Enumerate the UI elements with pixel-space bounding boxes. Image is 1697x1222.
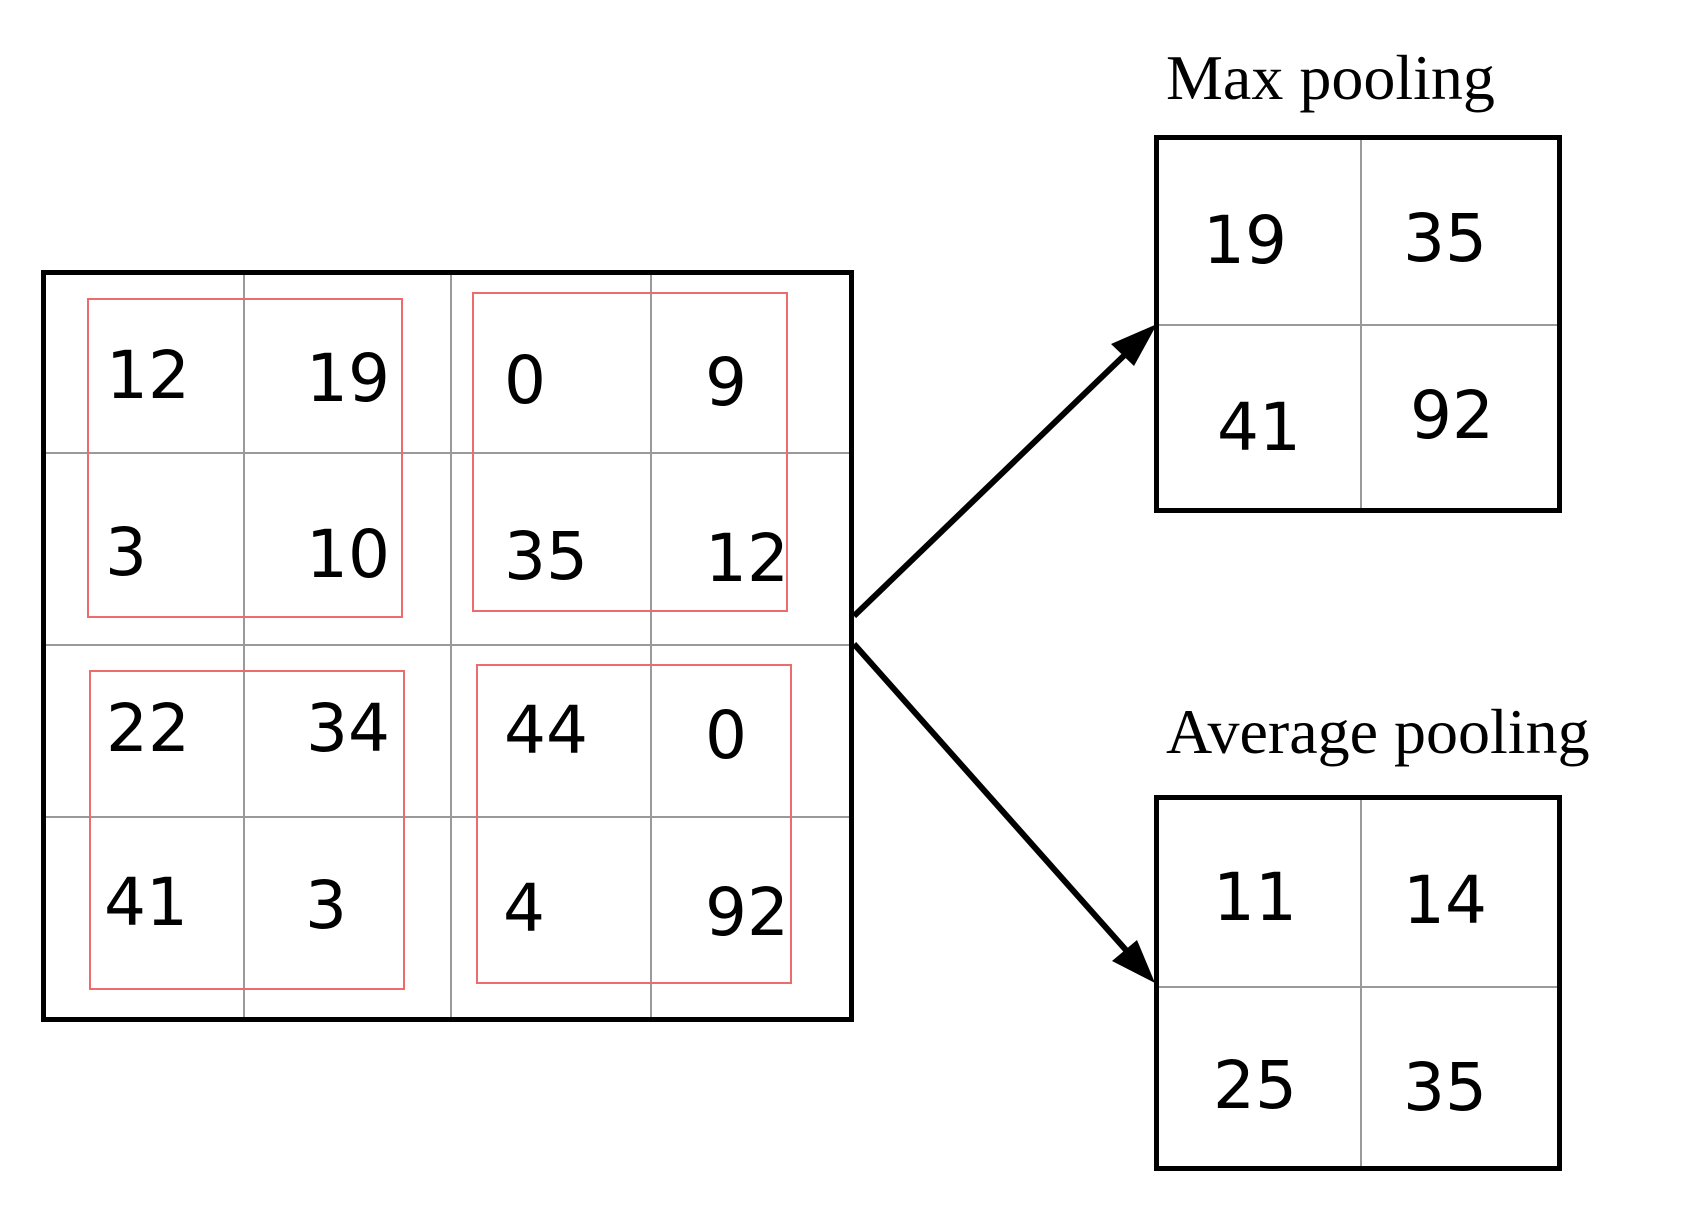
input-cell: 10 (306, 516, 390, 593)
max-pooling-cell: 41 (1217, 389, 1301, 466)
max-pooling-cell: 35 (1403, 200, 1487, 277)
arrowhead-average-pooling-icon (1112, 940, 1155, 983)
input-cell: 4 (503, 870, 545, 947)
arrow-to-average-pooling (851, 642, 1136, 960)
average-pooling-cell: 25 (1213, 1047, 1297, 1124)
grid-line (243, 275, 245, 1017)
arrowhead-max-pooling-icon (1111, 324, 1157, 366)
input-cell: 35 (504, 518, 588, 595)
pooling-window-top-left (87, 298, 403, 618)
pooling-window-bottom-left (89, 670, 405, 990)
average-pooling-output (1154, 795, 1562, 1171)
max-pooling-title: Max pooling (1166, 42, 1495, 113)
grid-line (46, 644, 849, 646)
average-pooling-cell: 14 (1403, 862, 1487, 939)
input-cell: 44 (504, 692, 588, 769)
max-pooling-cell: 92 (1410, 377, 1494, 454)
input-cell: 19 (306, 340, 390, 417)
average-pooling-cell: 11 (1213, 859, 1297, 936)
grid-line (46, 452, 849, 454)
average-pooling-title: Average pooling (1166, 696, 1590, 767)
pooling-window-top-right (472, 292, 788, 612)
arrow-to-max-pooling (851, 342, 1138, 619)
input-cell: 92 (705, 874, 789, 951)
grid-line (46, 816, 849, 818)
max-pooling-output (1154, 135, 1562, 513)
input-cell: 12 (705, 520, 789, 597)
input-cell: 12 (106, 337, 190, 414)
input-cell: 3 (105, 514, 147, 591)
input-cell: 9 (705, 344, 747, 421)
grid-line (1159, 324, 1557, 326)
pooling-window-bottom-right (476, 664, 792, 984)
input-cell: 34 (306, 690, 390, 767)
input-cell: 22 (106, 690, 190, 767)
input-cell: 0 (504, 342, 546, 419)
input-cell: 41 (104, 864, 188, 941)
grid-line (450, 275, 452, 1017)
average-pooling-cell: 35 (1403, 1049, 1487, 1126)
input-cell: 0 (705, 697, 747, 774)
input-cell: 3 (305, 867, 347, 944)
grid-line (650, 275, 652, 1017)
grid-line (1360, 800, 1362, 1166)
input-matrix (41, 270, 854, 1022)
max-pooling-cell: 19 (1203, 202, 1287, 279)
grid-line (1159, 986, 1557, 988)
